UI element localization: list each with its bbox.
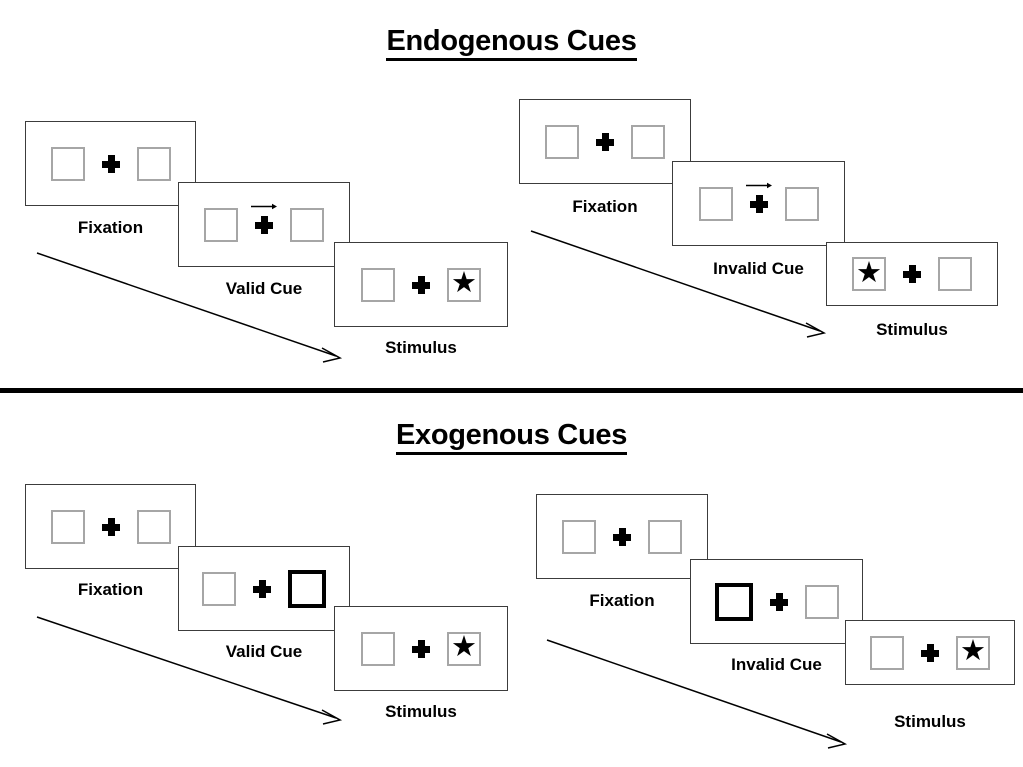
fixation-plus-icon: [921, 643, 939, 662]
caption-endo-valid-fixation: Fixation: [77, 218, 144, 237]
caption-endo-valid-stimulus: Stimulus: [385, 338, 457, 357]
right-placeholder-box: [648, 519, 682, 554]
panel-content: ★: [852, 257, 972, 291]
arrow-right-icon: [745, 182, 772, 188]
left-placeholder-box: [204, 207, 238, 242]
panel-content: [545, 124, 665, 159]
caption-exo-valid-cue: Valid Cue: [225, 642, 303, 661]
caption-endo-valid-cue: Valid Cue: [225, 279, 303, 298]
left-placeholder-box: [361, 267, 395, 302]
panel-content: [50, 146, 171, 181]
caption-exo-invalid-fixation: Fixation: [589, 591, 655, 610]
panel-content: ★: [361, 267, 481, 302]
caption-endo-invalid-cue: Invalid Cue: [713, 259, 804, 278]
panel-content: [50, 509, 171, 544]
panel-endo-invalid-stimulus: ★: [826, 242, 998, 306]
right-placeholder-box: [938, 257, 972, 291]
panel-content: ★: [361, 631, 481, 666]
panel-exo-invalid-cue: [690, 559, 863, 644]
panel-content: [714, 582, 839, 621]
star-icon: ★: [856, 256, 882, 289]
right-target-box: ★: [956, 635, 990, 670]
panel-exo-valid-fixation: [25, 484, 196, 569]
left-placeholder-box: [202, 571, 236, 606]
right-placeholder-box: [136, 146, 171, 181]
left-placeholder-box: [50, 146, 85, 181]
time-flow-arrow-icon-endo-right: [530, 230, 827, 338]
time-flow-arrow-icon-exo-left: [36, 616, 343, 725]
panel-endo-invalid-fixation: [519, 99, 691, 184]
caption-exo-valid-stimulus: Stimulus: [385, 702, 457, 721]
fixation-plus-icon: [613, 527, 631, 546]
caption-exo-valid-fixation: Fixation: [77, 580, 144, 599]
star-icon: ★: [451, 267, 477, 299]
left-target-box: ★: [852, 257, 886, 291]
left-placeholder-box: [545, 124, 579, 159]
right-target-box: ★: [447, 631, 481, 666]
section-divider: [0, 388, 1023, 393]
left-placeholder-box: [361, 631, 395, 666]
panel-endo-valid-cue: [178, 182, 350, 267]
fixation-plus-icon: [596, 132, 614, 151]
right-target-box: ★: [447, 267, 481, 302]
panel-exo-invalid-fixation: [536, 494, 708, 579]
section-title-exogenous-text: Exogenous Cues: [395, 419, 627, 455]
fixation-plus-icon: [769, 592, 788, 611]
left-placeholder-box: [50, 509, 85, 544]
star-icon: ★: [451, 631, 477, 663]
fixation-plus-icon: [903, 265, 921, 283]
panel-exo-valid-cue: [178, 546, 350, 631]
left-placeholder-box: [698, 186, 733, 221]
panel-content: [698, 182, 819, 221]
panel-endo-valid-fixation: [25, 121, 196, 206]
star-icon: ★: [960, 635, 986, 667]
fixation-plus-icon: [253, 579, 271, 598]
right-placeholder-box: [631, 124, 665, 159]
left-cued-box: [714, 582, 753, 621]
caption-exo-invalid-cue: Invalid Cue: [731, 655, 822, 674]
panel-exo-invalid-stimulus: ★: [845, 620, 1015, 685]
section-title-exogenous: Exogenous Cues: [0, 419, 1023, 455]
time-flow-arrow-icon-endo-left: [36, 252, 343, 363]
panel-endo-valid-stimulus: ★: [334, 242, 508, 327]
fixation-plus-icon: [101, 517, 120, 536]
fixation-plus-icon: [412, 275, 430, 294]
panel-content: [202, 569, 326, 608]
section-title-endogenous: Endogenous Cues: [0, 25, 1023, 61]
section-title-endogenous-text: Endogenous Cues: [386, 25, 637, 61]
arrow-right-icon: [251, 203, 277, 209]
panel-exo-valid-stimulus: ★: [334, 606, 508, 691]
right-placeholder-box: [136, 509, 171, 544]
right-cued-box: [288, 569, 326, 608]
caption-endo-invalid-fixation: Fixation: [572, 197, 638, 216]
panel-content: [204, 203, 324, 242]
panel-content: ★: [870, 635, 990, 670]
right-placeholder-box: [804, 584, 839, 619]
panel-endo-invalid-cue: [672, 161, 845, 246]
fixation-plus-icon: [745, 182, 772, 213]
right-placeholder-box: [290, 207, 324, 242]
right-placeholder-box: [784, 186, 819, 221]
panel-content: [562, 519, 682, 554]
fixation-plus-icon: [251, 203, 277, 234]
caption-endo-invalid-stimulus: Stimulus: [876, 320, 948, 339]
caption-exo-invalid-stimulus: Stimulus: [894, 712, 966, 731]
fixation-plus-icon: [101, 154, 120, 173]
left-placeholder-box: [562, 519, 596, 554]
fixation-plus-icon: [412, 639, 430, 658]
left-placeholder-box: [870, 635, 904, 670]
